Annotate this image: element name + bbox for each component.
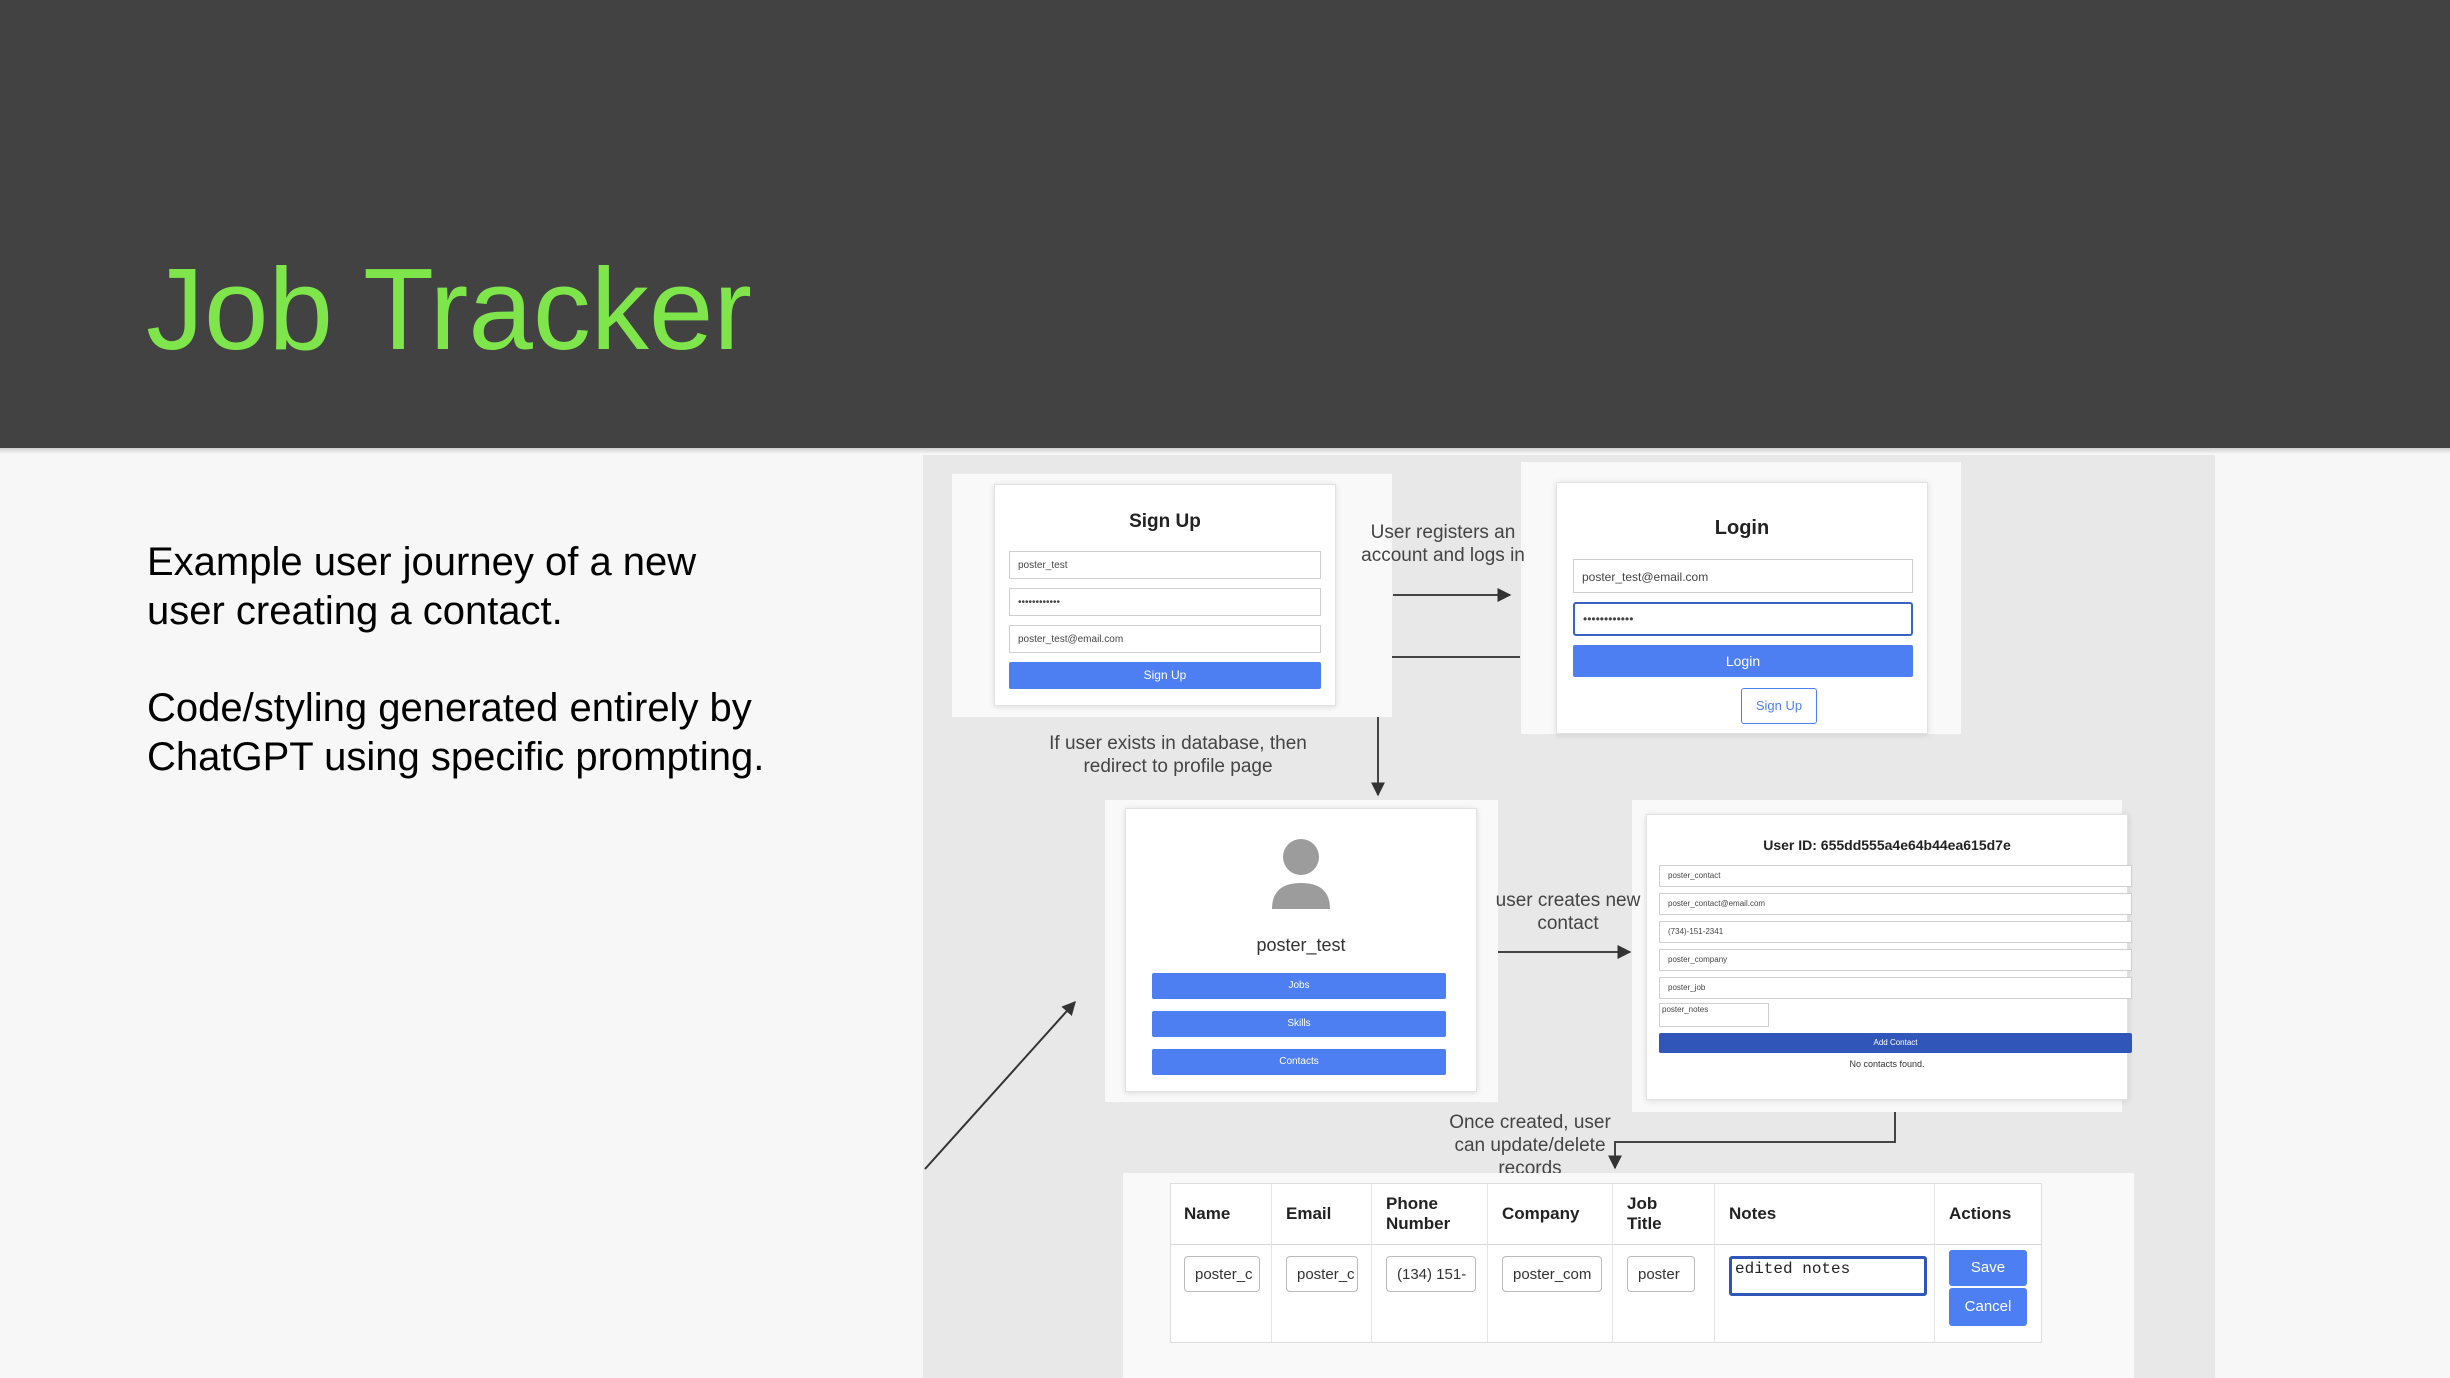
signup-heading: Sign Up [1129,511,1201,532]
diagonal-arrow [924,1000,1076,1170]
profile-screenshot: poster_test Jobs Skills Contacts [1105,800,1498,1102]
notes-cell-input[interactable]: edited notes [1729,1256,1927,1296]
register-annotation: User registers an account and logs in [1361,522,1525,566]
user-id-heading: User ID: 655dd555a4e64b44ea615d7e [1763,837,2011,853]
redirect-annotation: If user exists in database, then redirec… [1049,733,1307,777]
user-journey-diagram: Sign Up poster_test •••••••••••• poster_… [923,455,2215,1378]
description-paragraph: Example user journey of a new user creat… [147,540,697,633]
slide-title: Job Tracker [146,244,752,374]
email-field[interactable]: poster_test@email.com [1009,625,1321,653]
update-arrow [1608,1112,1896,1170]
login-card: Login poster_test@email.com ••••••••••••… [1556,482,1928,734]
skills-button[interactable]: Skills [1152,1011,1446,1037]
contact-form-screenshot: User ID: 655dd555a4e64b44ea615d7e poster… [1632,800,2132,1112]
signup-card: Sign Up poster_test •••••••••••• poster_… [994,484,1336,706]
contact-company-field[interactable]: poster_company [1659,949,2132,971]
column-divider [1487,1184,1488,1342]
name-cell-input[interactable]: poster_c [1184,1256,1260,1292]
password-field[interactable]: •••••••••••• [1009,588,1321,616]
company-cell-input[interactable]: poster_com [1502,1256,1602,1292]
login-screenshot: Login poster_test@email.com ••••••••••••… [1521,462,1961,734]
contacts-button[interactable]: Contacts [1152,1049,1446,1075]
header-job-title: Job Title [1627,1194,1662,1233]
cancel-button[interactable]: Cancel [1949,1288,2027,1326]
signup-button[interactable]: Sign Up [1009,662,1321,689]
login-heading: Login [1714,517,1770,539]
column-divider [1371,1184,1372,1342]
contact-email-field[interactable]: poster_contact@email.com [1659,893,2132,915]
title-bar-shadow [0,448,2450,454]
contact-notes-field[interactable]: poster_notes [1659,1003,1769,1027]
header-name: Name [1184,1204,1231,1223]
contact-name-field[interactable]: poster_contact [1659,865,2132,887]
contact-job-field[interactable]: poster_job [1659,977,2132,999]
job-cell-input[interactable]: poster [1627,1256,1695,1292]
credit-paragraph: Code/styling generated entirely by ChatG… [147,686,765,779]
phone-cell-input[interactable]: (134) 151- [1386,1256,1476,1292]
contacts-table: Name Email Phone Number Company Job Titl… [1170,1183,2042,1343]
login-signup-button[interactable]: Sign Up [1741,688,1817,724]
column-divider [1271,1184,1272,1342]
column-divider [1934,1184,1935,1342]
email-cell-input[interactable]: poster_c [1286,1256,1358,1292]
profile-username: poster_test [1256,935,1346,955]
flow-arrows [924,588,1896,1170]
column-divider [1612,1184,1613,1342]
contact-form-card: User ID: 655dd555a4e64b44ea615d7e poster… [1646,814,2132,1100]
add-contact-button[interactable]: Add Contact [1659,1033,2132,1053]
header-company: Company [1502,1204,1580,1223]
jobs-button[interactable]: Jobs [1152,973,1446,999]
create-annotation: user creates new contact [1495,890,1641,934]
header-notes: Notes [1729,1204,1777,1223]
header-phone: Phone Number [1386,1194,1451,1233]
redirect-arrow [1371,656,1520,797]
title-bar [0,0,2450,448]
save-button[interactable]: Save [1949,1250,2027,1286]
column-divider [1714,1184,1715,1342]
username-field[interactable]: poster_test [1009,551,1321,579]
login-button[interactable]: Login [1573,645,1913,677]
profile-card: poster_test Jobs Skills Contacts [1125,808,1477,1092]
user-avatar-icon [1272,839,1330,909]
header-email: Email [1286,1204,1332,1223]
update-annotation: Once created, user can update/delete rec… [1449,1112,1611,1179]
login-email-field[interactable]: poster_test@email.com [1573,559,1913,593]
login-password-field[interactable]: •••••••••••• [1573,602,1913,636]
header-actions: Actions [1949,1204,2012,1223]
contact-phone-field[interactable]: (734)-151-2341 [1659,921,2132,943]
contacts-table-screenshot: Name Email Phone Number Company Job Titl… [1123,1173,2134,1378]
signup-screenshot: Sign Up poster_test •••••••••••• poster_… [952,474,1392,717]
header-divider [1171,1244,2041,1245]
no-contacts-text: No contacts found. [1849,1059,1925,1069]
